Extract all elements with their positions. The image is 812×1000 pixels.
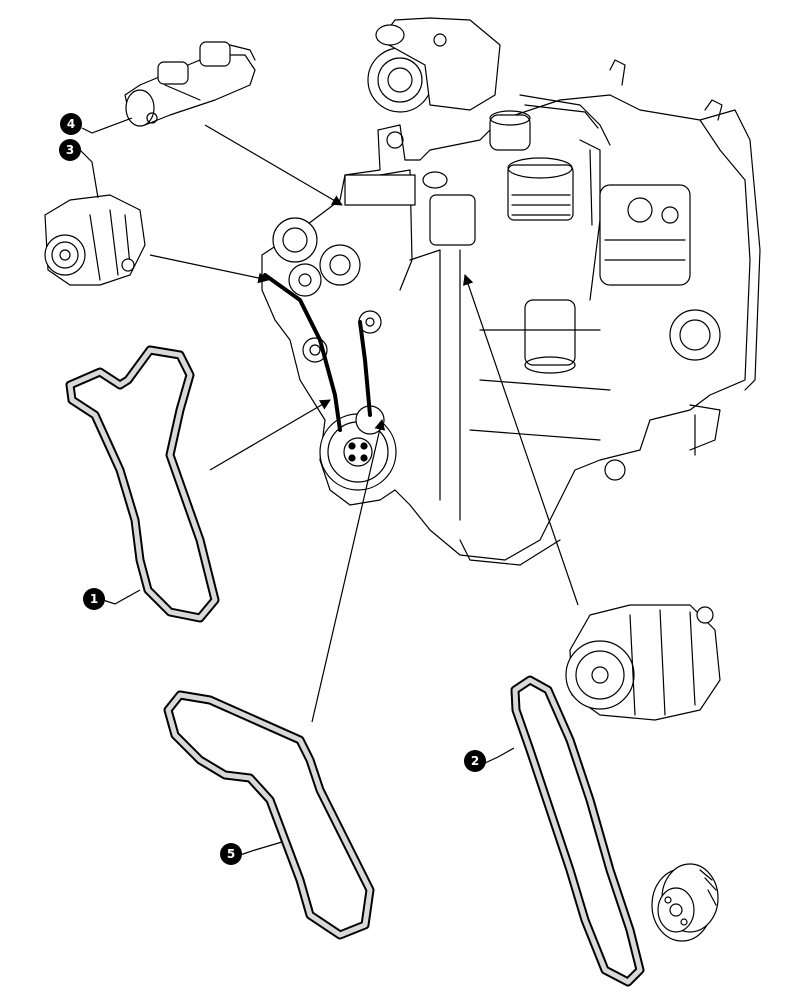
engine-block: [261, 17, 761, 566]
starter-motor: [124, 41, 256, 127]
callout-5: 5: [220, 843, 242, 865]
leader-lines: [79, 117, 579, 856]
callout-4: 4: [60, 113, 82, 135]
belt-1: [65, 345, 220, 623]
callout-3: 3: [59, 139, 81, 161]
ac-compressor: [565, 604, 721, 721]
belt-2: [510, 675, 645, 987]
pulley: [651, 863, 719, 942]
callout-1: 1: [83, 588, 105, 610]
belt-5: [163, 690, 375, 940]
alternator: [44, 194, 146, 286]
callout-2: 2: [464, 750, 486, 772]
